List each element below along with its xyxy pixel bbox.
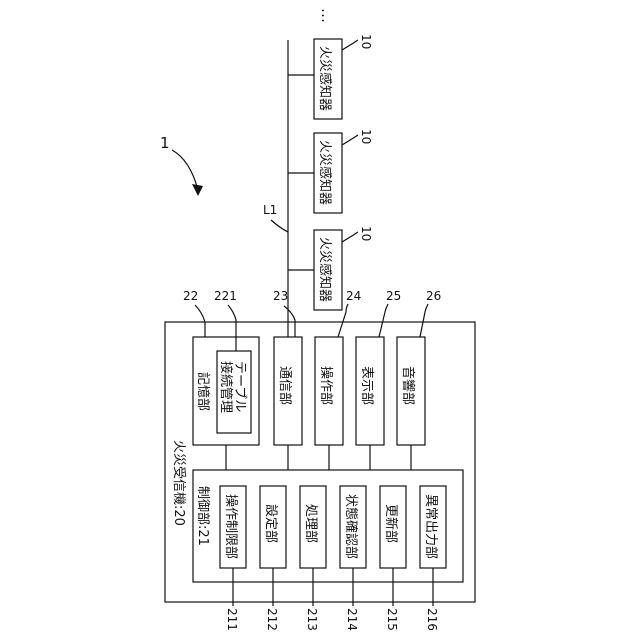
ref-22: 22 xyxy=(183,289,198,303)
ref-213: 213 xyxy=(305,608,319,631)
detector-1-ref: 10 xyxy=(359,129,373,144)
detector-2-leader xyxy=(342,232,358,242)
connection-table-label2: テーブル xyxy=(232,361,248,412)
bus-label: L1 xyxy=(263,203,277,217)
ref-214: 214 xyxy=(345,608,359,631)
ref-25: 25 xyxy=(386,289,401,303)
control-unit-1-label: 設定部 xyxy=(263,504,279,543)
sound-label: 音響部 xyxy=(400,366,416,405)
system-arrow-head xyxy=(192,184,203,196)
operation-label: 操作部 xyxy=(318,366,334,405)
system-arrow xyxy=(172,150,198,190)
receiver-label: 火災受信機:20 xyxy=(171,440,186,526)
control-label: 制御部:21 xyxy=(195,486,210,546)
control-unit-0-label: 操作制限部 xyxy=(223,494,239,559)
detector-2-ref: 10 xyxy=(359,226,373,241)
ref-216: 216 xyxy=(425,608,439,631)
detector-0-leader xyxy=(342,40,358,50)
detector-1-label: 火災感知器 xyxy=(317,140,333,205)
ref-23: 23 xyxy=(273,289,288,303)
control-unit-2-label: 処理部 xyxy=(303,504,318,543)
system-ref: 1 xyxy=(160,134,170,152)
detector-0-ref: 10 xyxy=(359,34,373,49)
more-detectors-ellipsis: … xyxy=(318,8,336,23)
ref-26: 26 xyxy=(426,289,441,303)
ref-215: 215 xyxy=(385,608,399,631)
ref-212: 212 xyxy=(265,608,279,631)
detector-1-leader xyxy=(342,135,358,145)
detector-2-label: 火災感知器 xyxy=(317,237,333,302)
comm-label: 通信部 xyxy=(277,366,292,405)
ref-24: 24 xyxy=(346,289,361,303)
control-unit-5-label: 異常出力部 xyxy=(423,494,438,559)
control-unit-4-label: 更新部 xyxy=(383,504,399,543)
storage-label: 記憶部 xyxy=(195,372,211,411)
bus-leader xyxy=(271,220,288,232)
ref-211: 211 xyxy=(225,608,239,631)
control-unit-3-label: 状態確認部 xyxy=(343,494,359,559)
detector-0-label: 火災感知器 xyxy=(317,46,333,111)
display-label: 表示部 xyxy=(359,366,374,405)
connection-table-label: 接続管理 xyxy=(218,361,234,413)
ref-221: 221 xyxy=(214,289,237,303)
